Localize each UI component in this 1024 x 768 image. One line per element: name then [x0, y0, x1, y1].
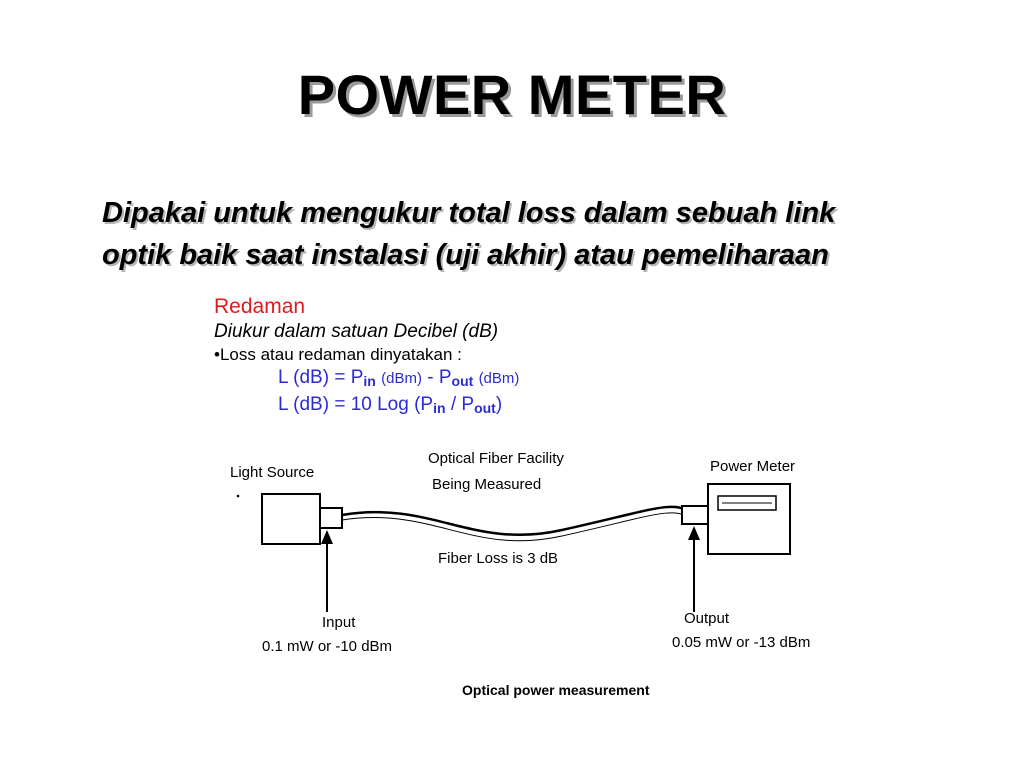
formula-2-slash: / P: [450, 394, 475, 415]
formula-2-lhs: L (dB) = 10 Log (P: [278, 394, 434, 415]
formula-1-sub-in: in: [363, 373, 376, 389]
redaman-section: Redaman Diukur dalam satuan Decibel (dB)…: [214, 294, 734, 420]
formula-1: L (dB) = Pin (dBm) - Pout (dBm): [278, 366, 734, 393]
input-value-label: 0.1 mW or -10 dBm: [262, 638, 393, 655]
light-source-port: [319, 507, 343, 529]
light-source-label: Light Source: [230, 464, 315, 481]
fiber-loss-label: Fiber Loss is 3 dB: [438, 550, 559, 567]
figure-caption: Optical power measurement: [462, 682, 650, 698]
subtitle-line-1: Dipakai untuk mengukur total loss dalam …: [102, 197, 836, 229]
redaman-bullet: •Loss atau redaman dinyatakan :: [214, 345, 462, 364]
subtitle: Dipakai untuk mengukur total loss dalam …: [102, 192, 982, 276]
subtitle-line-2: optik baik saat instalasi (uji akhir) at…: [102, 239, 829, 271]
formula-2-sub-in: in: [433, 400, 446, 416]
formula-1-unit-in: (dBm): [381, 370, 422, 387]
formula-1-lhs: L (dB) = P: [278, 367, 364, 388]
formula-2-sub-out: out: [474, 400, 496, 416]
measurement-diagram: Light Source Optical Fiber Facility Bein…: [222, 440, 872, 664]
input-label: Input: [322, 614, 356, 631]
diagram-drawing: [236, 483, 791, 612]
redaman-unit-line: Diukur dalam satuan Decibel (dB): [214, 321, 499, 342]
power-meter-label: Power Meter: [710, 458, 796, 475]
redaman-heading: Redaman: [214, 295, 306, 318]
formula-1-sub-out: out: [451, 373, 474, 389]
output-value-label: 0.05 mW or -13 dBm: [672, 634, 811, 651]
fiber-cable: [341, 505, 691, 537]
formula-1-minus: - P: [427, 367, 452, 388]
fiber-cable-lower: [341, 512, 691, 542]
light-source-box: [261, 493, 321, 545]
facility-label-line-1: Optical Fiber Facility: [428, 450, 564, 467]
formula-1-unit-out: (dBm): [478, 370, 520, 387]
output-label: Output: [684, 610, 730, 627]
output-arrow-head: [688, 526, 700, 540]
facility-label-line-2: Being Measured: [432, 476, 542, 493]
stray-dot: [236, 494, 240, 498]
formula-2-close: ): [495, 394, 503, 415]
input-arrow-head: [321, 530, 333, 544]
power-meter-port: [681, 505, 709, 525]
slide-title: POWER METER: [297, 63, 727, 126]
power-meter-box: [707, 483, 791, 555]
formula-2: L (dB) = 10 Log (Pin / Pout): [278, 393, 734, 420]
